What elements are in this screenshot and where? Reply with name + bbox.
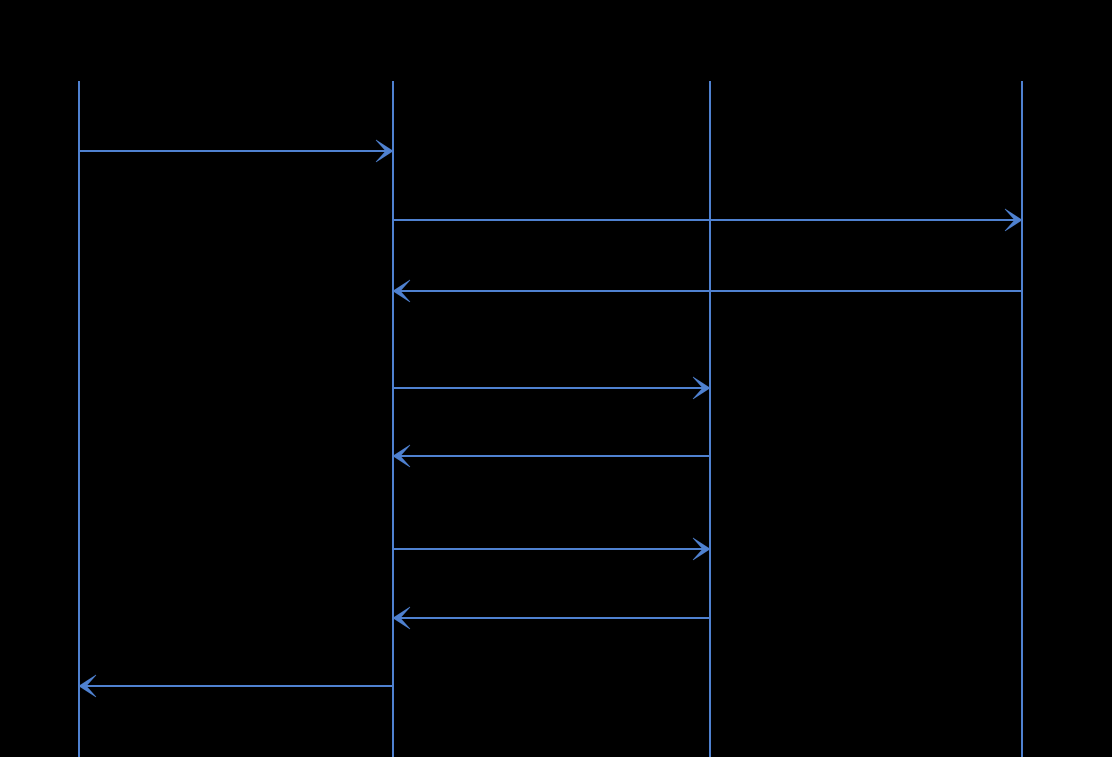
message-arrowhead xyxy=(1004,208,1023,232)
message-arrowhead xyxy=(392,606,411,630)
message-arrowhead xyxy=(392,444,411,468)
message-6 xyxy=(393,537,711,561)
message-5 xyxy=(392,444,710,468)
messages-group xyxy=(78,139,1023,698)
message-arrowhead xyxy=(392,279,411,303)
message-arrowhead xyxy=(78,674,97,698)
message-arrowhead xyxy=(692,376,711,400)
message-7 xyxy=(392,606,710,630)
message-3 xyxy=(392,279,1022,303)
message-1 xyxy=(79,139,394,163)
message-2 xyxy=(393,208,1023,232)
message-arrowhead xyxy=(375,139,394,163)
message-8 xyxy=(78,674,393,698)
message-arrowhead xyxy=(692,537,711,561)
message-4 xyxy=(393,376,711,400)
lifelines-group xyxy=(77,81,1024,757)
